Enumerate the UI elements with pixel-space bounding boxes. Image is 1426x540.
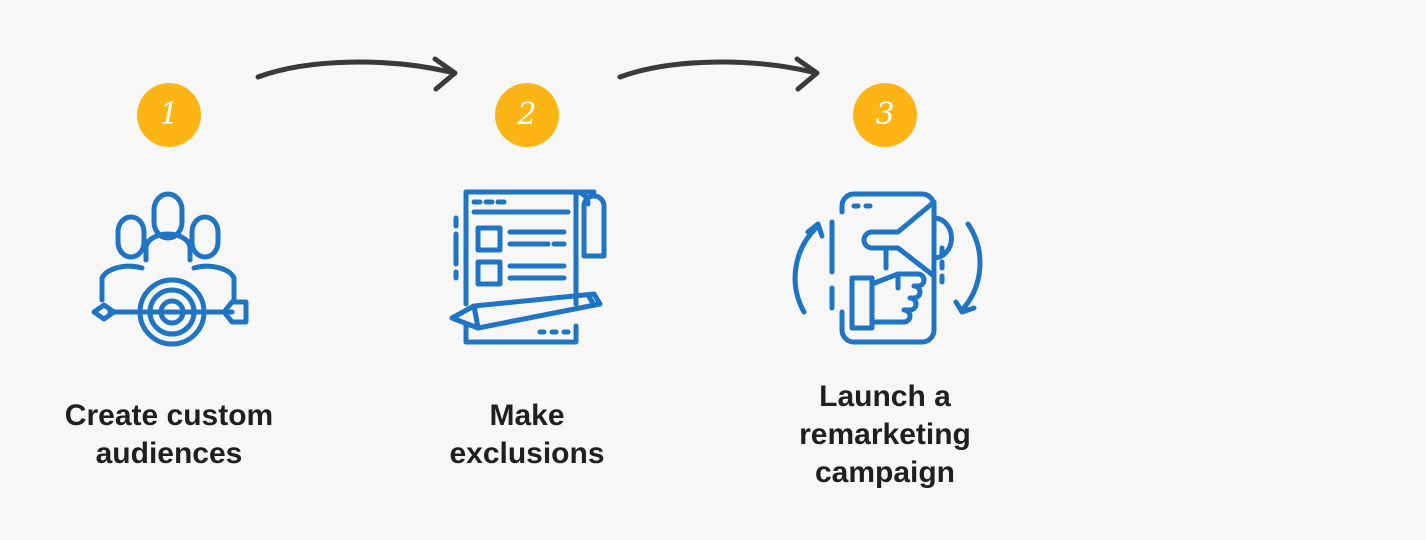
audience-target-icon	[91, 191, 249, 347]
step-1-number-badge: 1	[137, 83, 201, 147]
step-3-number-badge: 3	[853, 83, 917, 147]
step-2-label: Make exclusions	[449, 399, 605, 470]
megaphone-hand-icon	[792, 191, 983, 345]
step-3-label: Launch a remarketing campaign	[799, 380, 971, 489]
step-1-label: Create custom audiences	[64, 399, 274, 470]
document-pencil-icon	[449, 189, 607, 345]
step-2-number-badge: 2	[495, 83, 559, 147]
arrow-step-1-to-2	[255, 56, 458, 92]
arrow-step-2-to-3	[617, 56, 820, 92]
